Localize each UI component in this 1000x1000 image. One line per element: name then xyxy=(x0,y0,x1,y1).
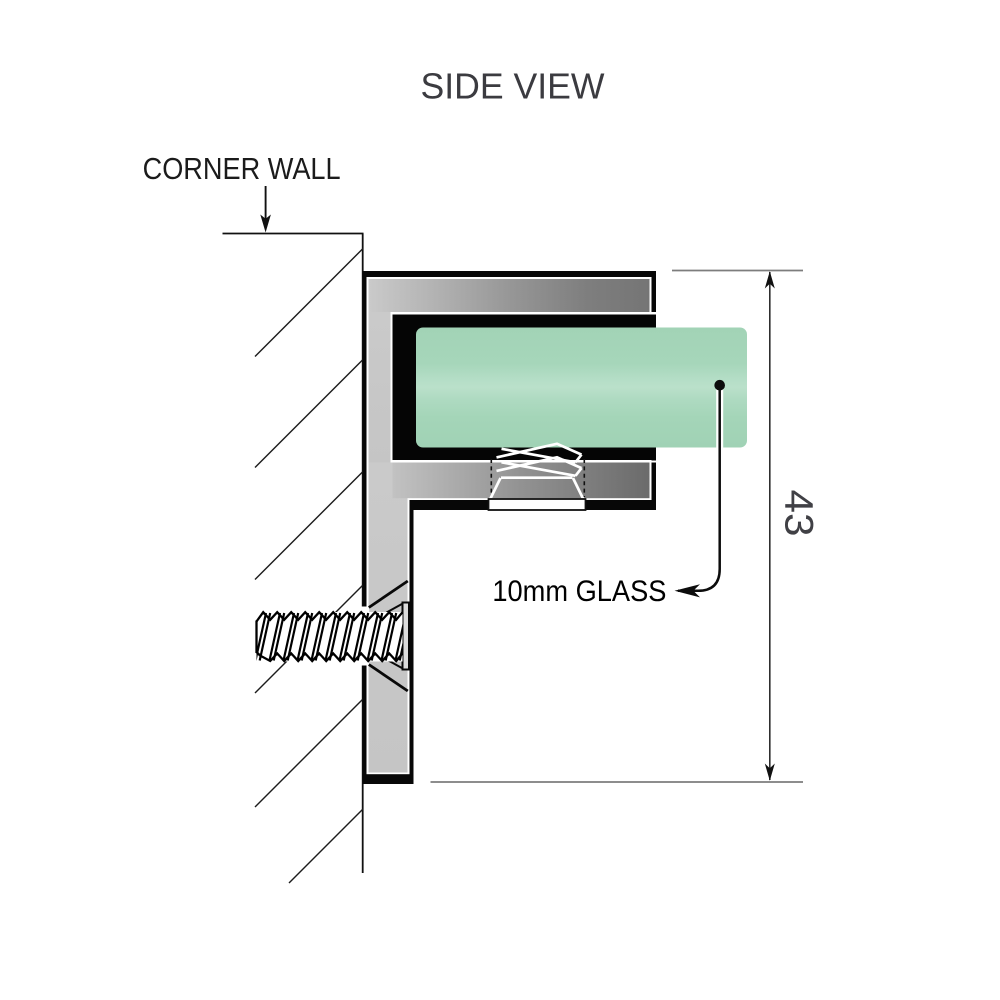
svg-text:SIDE VIEW: SIDE VIEW xyxy=(421,66,605,107)
svg-text:43: 43 xyxy=(776,490,820,537)
svg-text:CORNER WALL: CORNER WALL xyxy=(143,151,341,186)
svg-text:10mm GLASS: 10mm GLASS xyxy=(492,575,666,608)
